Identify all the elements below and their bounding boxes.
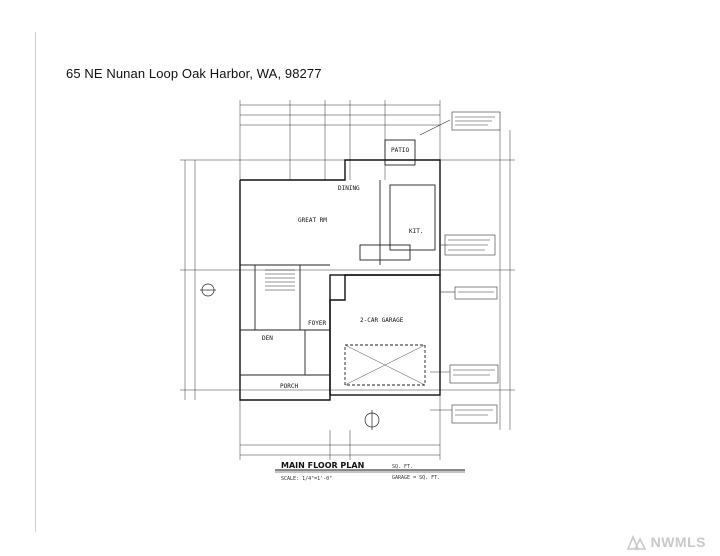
nwmls-logo-icon: [626, 534, 646, 550]
nwmls-watermark: NWMLS: [626, 534, 706, 550]
plan-area-garage: GARAGE = SQ. FT.: [392, 475, 440, 481]
watermark-text: NWMLS: [650, 534, 706, 550]
page-edge-rule: [35, 32, 36, 532]
label-foyer: FOYER: [308, 320, 326, 327]
plan-area-main: SQ. FT.: [392, 464, 413, 470]
room-labels: GREAT RM DINING KIT. 2-CAR GARAGE DEN FO…: [262, 147, 423, 390]
compass-symbol: [200, 283, 380, 430]
callout-notes: [419, 111, 501, 424]
label-dining: DINING: [338, 185, 360, 192]
label-great-room: GREAT RM: [298, 217, 327, 224]
label-porch: PORCH: [280, 383, 298, 390]
exterior-walls: [239, 159, 441, 401]
label-garage: 2-CAR GARAGE: [360, 317, 404, 324]
label-patio: PATIO: [391, 147, 409, 154]
label-den: DEN: [262, 335, 273, 342]
plan-title: MAIN FLOOR PLAN: [281, 461, 364, 470]
interior-walls: [240, 139, 436, 386]
plan-scale: SCALE: 1/4"=1'-0": [281, 476, 332, 482]
garage-door-lines: [344, 344, 426, 386]
stairs: [265, 269, 295, 291]
listing-address: 65 NE Nunan Loop Oak Harbor, WA, 98277: [66, 66, 322, 81]
plan-title-block: MAIN FLOOR PLAN SCALE: 1/4"=1'-0" SQ. FT…: [275, 461, 465, 482]
dimension-lines: [180, 100, 515, 460]
label-kitchen: KIT.: [409, 228, 423, 235]
